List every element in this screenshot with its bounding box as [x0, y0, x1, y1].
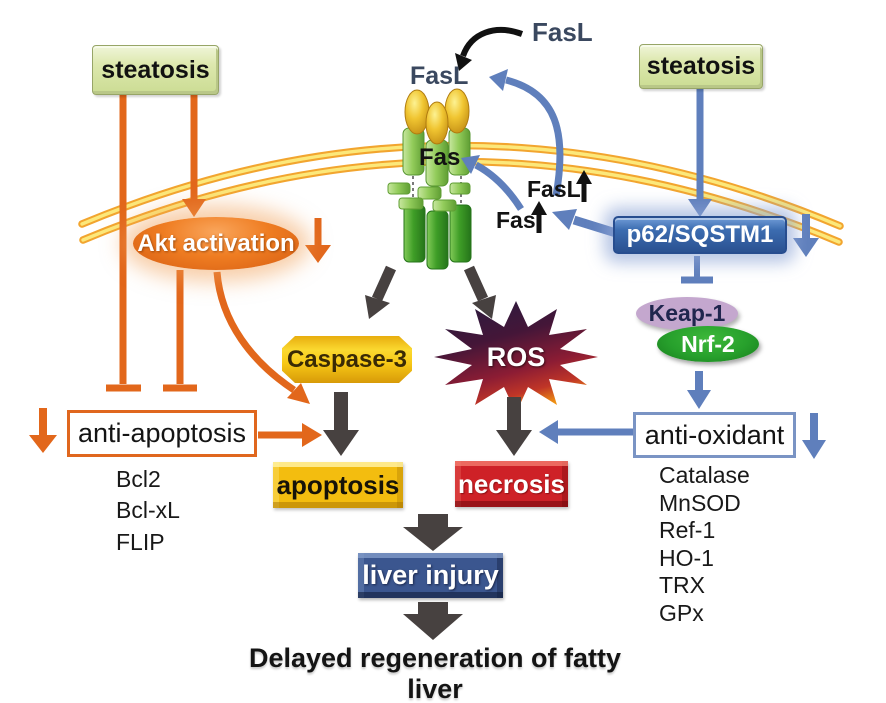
steatosis-right-box: steatosis	[639, 44, 763, 89]
steatosis-inhibits-anti-apoptosis-bar	[106, 93, 141, 392]
caspase3-label: Caspase-3	[286, 345, 408, 373]
akt-inhibits-anti-apoptosis-bar	[163, 270, 197, 392]
steatosis-left-label: steatosis	[101, 55, 210, 84]
liver-injury-to-outcome-arrow	[403, 602, 463, 640]
list-item: GPx	[659, 599, 704, 626]
steatosis-right-label: steatosis	[646, 52, 756, 80]
list-item: MnSOD	[659, 489, 741, 516]
fas-increase-up-arrow-icon	[531, 201, 547, 233]
ros-to-necrosis-arrow	[496, 397, 532, 456]
external-fasl-curved-arrow	[455, 27, 524, 71]
list-item: Bcl2	[116, 466, 161, 492]
ros-starburst	[434, 301, 598, 413]
anti-apoptosis-label: anti-apoptosis	[77, 418, 247, 448]
fas-membrane-label: Fas	[419, 144, 461, 171]
caspase3-shape: Caspase-3	[282, 336, 412, 383]
akt-to-apoptosis-curved-arrow	[213, 271, 310, 404]
steatosis-left-box: steatosis	[92, 45, 219, 95]
nrf2-to-anti-oxidant-arrow	[687, 371, 711, 409]
fasl-ligand-trimer	[404, 88, 470, 145]
list-item: HO-1	[659, 544, 714, 571]
fas-increase-label: Fas	[496, 207, 536, 233]
necrosis-box: necrosis	[455, 461, 568, 507]
fasl-increase-up-arrow-icon	[576, 170, 592, 202]
list-item: FLIP	[116, 528, 165, 555]
p62-to-fas-increase-arrow	[552, 209, 618, 238]
list-item: Ref-1	[659, 517, 716, 544]
nrf2-ellipse: Nrf-2	[657, 326, 759, 362]
anti-oxidant-box: anti-oxidant	[633, 412, 796, 458]
akt-activation-ellipse: Akt activation	[133, 217, 299, 270]
steatosis-to-akt-arrow	[182, 93, 206, 217]
outcome-caption: Delayed regeneration of fatty liver	[248, 643, 622, 703]
fas-increase-to-fas-curved-arrow	[461, 155, 524, 211]
fas-to-ros-arrow	[463, 265, 496, 319]
akt-decrease-arrow	[305, 218, 331, 263]
external-fasl-label: FasL	[532, 17, 593, 47]
anti-oxidant-decrease-arrow	[802, 413, 826, 459]
anti-oxidant-label: anti-oxidant	[644, 419, 785, 450]
necrosis-label: necrosis	[458, 468, 565, 499]
akt-activation-label: Akt activation	[137, 229, 295, 257]
fas-to-caspase3-arrow	[365, 265, 397, 319]
keap1-label: Keap-1	[648, 300, 726, 326]
fasl-increase-label: FasL	[527, 176, 581, 202]
anti-apoptosis-decrease-arrow	[29, 408, 57, 453]
anti-apoptosis-box: anti-apoptosis	[67, 410, 257, 457]
p62-box: p62/SQSTM1	[613, 216, 787, 254]
apoptosis-box: apoptosis	[273, 462, 403, 508]
apoptosis-label: apoptosis	[276, 469, 400, 500]
receptor-intracellular-domains	[403, 204, 472, 270]
keap1-ellipse: Keap-1	[636, 297, 738, 330]
anti-oxidant-to-necrosis-arrow	[539, 420, 633, 444]
receptor-linker-segments	[387, 182, 471, 212]
anti-oxidant-member-list: Catalase MnSOD Ref-1 HO-1 TRX GPx	[659, 462, 750, 628]
liver-injury-label: liver injury	[362, 560, 499, 590]
fas-increase-to-fasl-curved-arrow	[489, 69, 564, 197]
p62-inhibits-keap1-bar	[681, 256, 713, 284]
fasl-membrane-label: FasL	[410, 62, 469, 90]
caspase3-to-apoptosis-arrow	[323, 392, 359, 456]
ros-label: ROS	[486, 342, 546, 372]
list-item: TRX	[659, 572, 705, 599]
liver-injury-box: liver injury	[358, 553, 503, 598]
nrf2-label: Nrf-2	[681, 330, 735, 357]
steatosis-to-p62-arrow	[688, 87, 712, 217]
anti-apoptosis-to-apoptosis-arrow	[258, 423, 322, 447]
to-liver-injury-arrow	[403, 514, 463, 551]
list-item: Bcl-xL	[116, 497, 180, 524]
p62-decrease-arrow	[793, 214, 819, 257]
p62-label: p62/SQSTM1	[626, 221, 774, 248]
anti-apoptosis-member-list: Bcl2 Bcl-xL FLIP	[116, 464, 180, 558]
fas-receptor-complex	[387, 88, 472, 270]
list-item: Catalase	[659, 462, 750, 488]
